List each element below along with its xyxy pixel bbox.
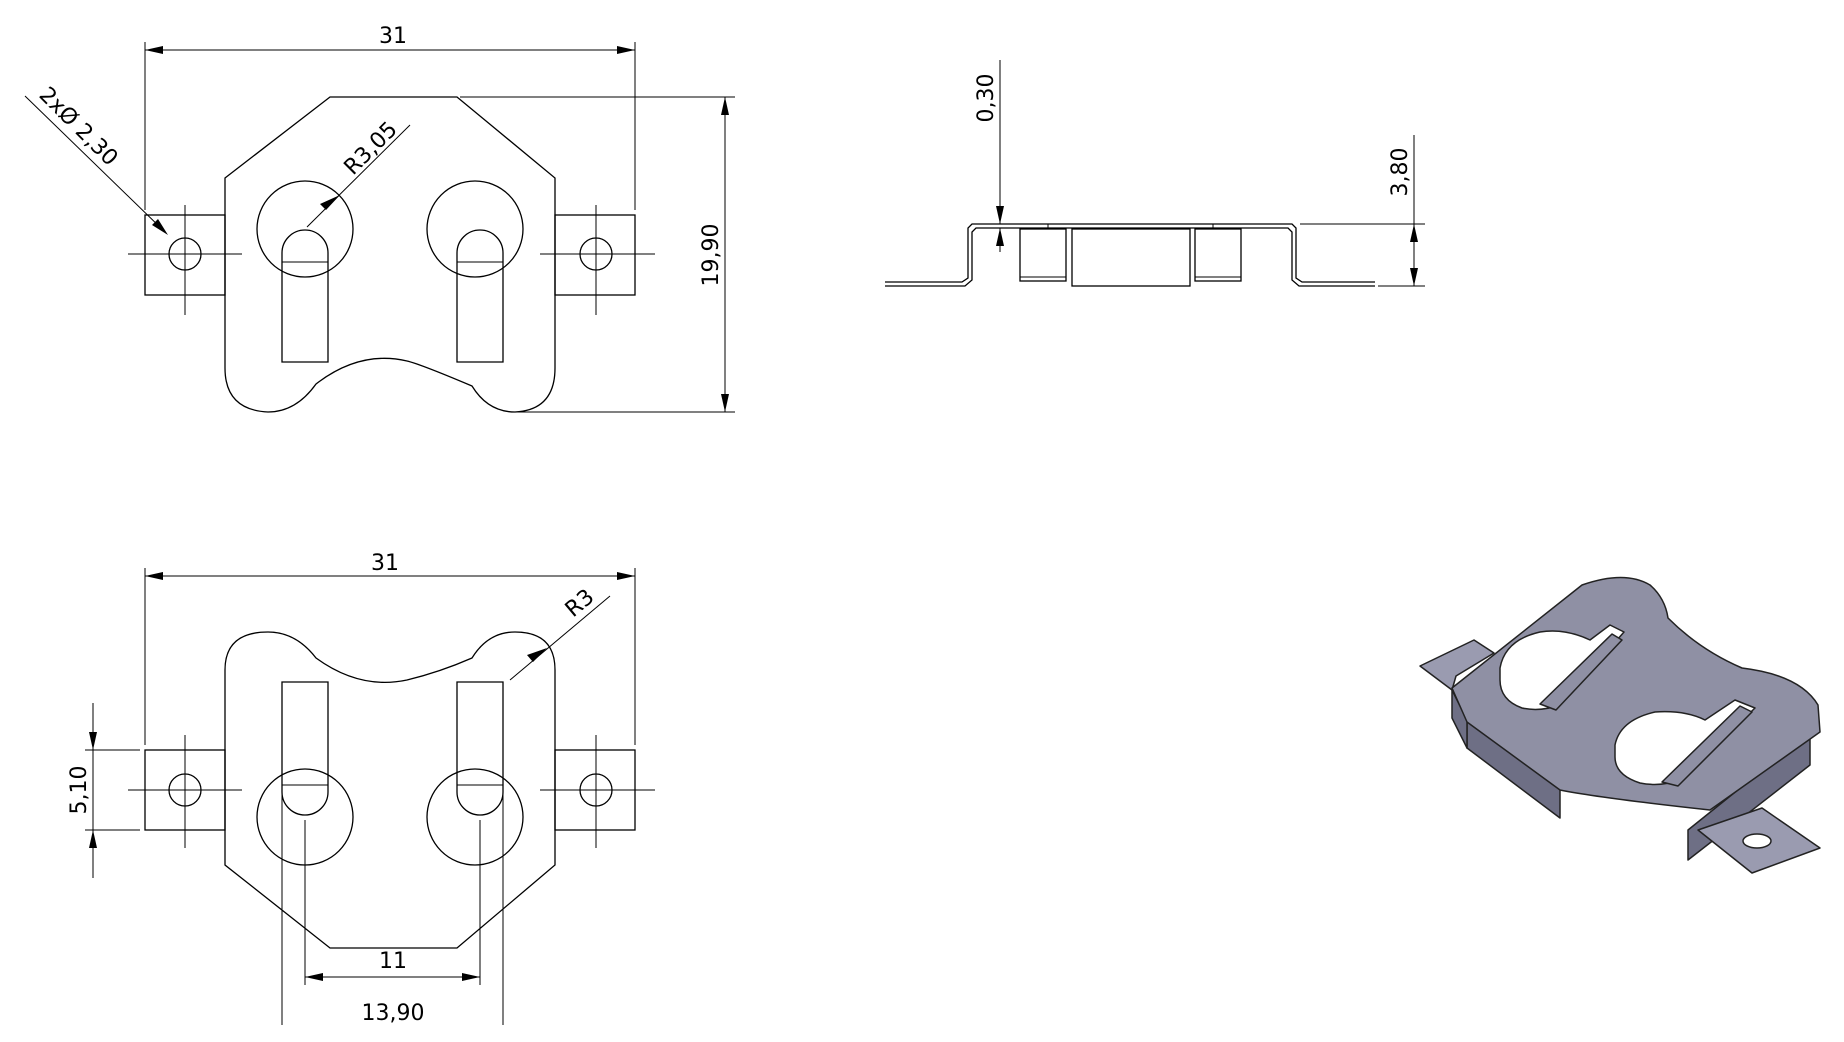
bottom-view-width-dimension: 31 — [144, 551, 636, 745]
top-view-hole-leader: 2xØ 2,30 — [24, 83, 168, 235]
side-view-right-contact — [1194, 228, 1242, 282]
bottom-view-left-slot — [281, 681, 329, 816]
top-view-width-label: 31 — [379, 24, 407, 49]
top-view-height-label: 19,90 — [699, 224, 724, 287]
iso-upper-cutout — [1499, 624, 1625, 711]
iso-left-tab — [1419, 639, 1495, 691]
side-view-left-contact — [1019, 228, 1067, 282]
top-view-hole-label: 2xØ 2,30 — [34, 83, 123, 172]
side-view-thickness-label: 0,30 — [974, 74, 999, 123]
bottom-view: 31 R3 5,10 11 — [67, 551, 655, 1026]
side-view: 0,30 3,80 — [885, 60, 1425, 287]
bottom-view-outer-label: 13,90 — [362, 1001, 425, 1026]
side-view-center-block — [1071, 228, 1191, 287]
bottom-view-tab-label: 5,10 — [67, 766, 92, 815]
side-view-height-dimension: 3,80 — [1300, 135, 1425, 287]
bottom-view-right-slot — [456, 681, 504, 816]
side-view-thickness-dimension: 0,30 — [974, 60, 1004, 252]
top-view-body-outline — [224, 96, 556, 413]
top-view-left-slot — [281, 229, 329, 363]
top-view-right-tab — [554, 214, 636, 296]
top-view-width-dimension: 31 — [144, 24, 636, 210]
bottom-view-body-outline — [224, 631, 556, 949]
side-view-height-label: 3,80 — [1388, 148, 1413, 197]
top-view: 31 19,90 2xØ 2,30 R3,05 — [24, 24, 735, 413]
bottom-view-inner-label: 11 — [379, 949, 407, 974]
top-view-radius-leader: R3,05 — [306, 117, 411, 228]
bottom-view-width-label: 31 — [371, 551, 399, 576]
bottom-view-outer-dimension: 13,90 — [281, 795, 504, 1026]
isometric-view — [1419, 576, 1821, 874]
top-view-left-contact-circle — [256, 180, 354, 278]
top-view-height-dimension: 19,90 — [460, 96, 735, 413]
side-view-profile — [885, 223, 1375, 283]
bottom-view-radius-label: R3 — [561, 585, 600, 623]
top-view-radius-label: R3,05 — [340, 117, 403, 180]
top-view-right-slot — [456, 229, 504, 363]
bottom-view-inner-dimension: 11 — [304, 820, 481, 985]
bottom-view-tab-dimension: 5,10 — [67, 703, 140, 878]
top-view-right-contact-circle — [426, 180, 524, 278]
bottom-view-right-contact-circle — [426, 768, 524, 866]
iso-lower-cutout — [1614, 699, 1756, 786]
